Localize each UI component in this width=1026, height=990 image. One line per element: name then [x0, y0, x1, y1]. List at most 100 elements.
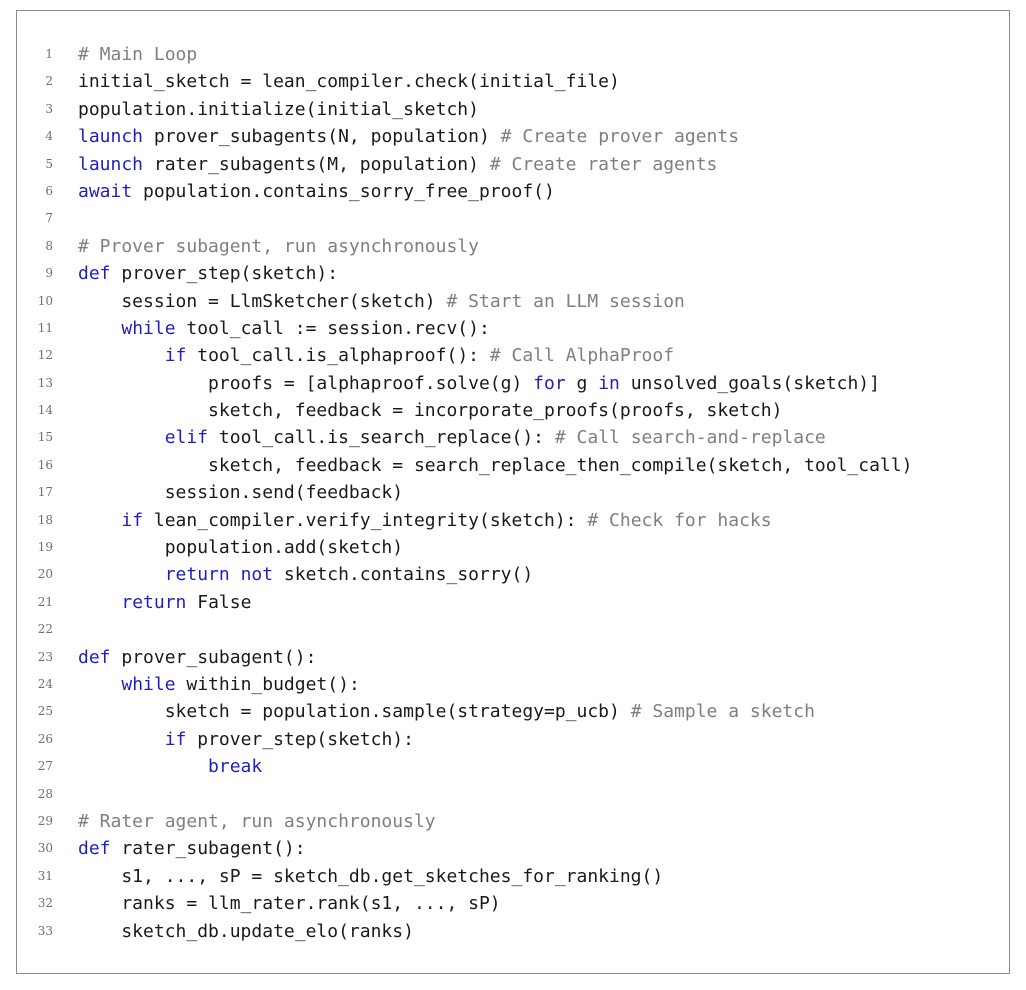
code-comment: # Call search-and-replace [554, 427, 826, 449]
code-token: population.add(sketch) [78, 537, 404, 559]
code-line: 16 sketch, feedback = search_replace_the… [17, 452, 1009, 479]
code-text: def prover_step(sketch): [78, 260, 338, 287]
code-line: 7 [17, 205, 1009, 232]
code-line: 14 sketch, feedback = incorporate_proofs… [17, 397, 1009, 424]
code-listing-frame: 1 # Main Loop 2 initial_sketch = lean_compi… [16, 10, 1010, 974]
code-line: 22 [17, 616, 1009, 643]
code-line: 13 proofs = [alphaproof.solve(g) for g i… [17, 370, 1009, 397]
line-number: 29 [37, 813, 53, 828]
code-keyword: while [121, 317, 176, 339]
code-text: proofs = [alphaproof.solve(g) for g in u… [78, 370, 880, 397]
code-token: sketch, feedback = search_replace_then_c… [78, 454, 913, 476]
code-text: if lean_compiler.verify_integrity(sketch… [78, 507, 772, 534]
line-number: 28 [37, 786, 53, 801]
code-token [78, 674, 121, 695]
line-number: 3 [45, 101, 53, 116]
code-text: session = LlmSketcher(sketch) # Start an… [78, 288, 685, 315]
code-keyword: await [78, 180, 133, 202]
code-token [78, 729, 165, 750]
code-keyword: launch [78, 126, 144, 148]
code-line: 32 ranks = llm_rater.rank(s1, ..., sP) [17, 890, 1009, 917]
code-token [78, 345, 165, 366]
line-number: 19 [37, 540, 53, 555]
code-token: sketch, feedback = incorporate_proofs(pr… [78, 400, 783, 422]
code-comment: # Call AlphaProof [489, 345, 675, 367]
code-line: 11 while tool_call := session.recv(): [17, 315, 1009, 342]
line-number: 23 [37, 649, 53, 664]
code-keyword: def [78, 838, 111, 860]
line-number: 20 [37, 567, 53, 582]
code-line: 31 s1, ..., sP = sketch_db.get_sketches_… [17, 863, 1009, 890]
code-line: 19 population.add(sketch) [17, 534, 1009, 561]
code-token [78, 318, 121, 339]
code-text: elif tool_call.is_search_replace(): # Ca… [78, 424, 826, 451]
code-text: # Main Loop [78, 41, 197, 68]
code-comment: # Prover subagent, run asynchronously [78, 235, 479, 257]
code-token: prover_step(sketch): [110, 263, 339, 285]
code-token: sketch = population.sample(strategy=p_uc… [78, 701, 631, 723]
code-keyword: if [164, 345, 187, 367]
code-line: 2 initial_sketch = lean_compiler.check(in… [17, 68, 1009, 95]
line-number: 16 [37, 457, 53, 472]
code-line: 10 session = LlmSketcher(sketch) # Start… [17, 288, 1009, 315]
line-number: 4 [45, 129, 53, 144]
code-comment: # Rater agent, run asynchronously [78, 810, 436, 832]
code-keyword: not [240, 564, 274, 586]
code-token [78, 756, 208, 777]
code-line: 21 return False [17, 589, 1009, 616]
code-token: ranks = llm_rater.rank(s1, ..., sP) [78, 893, 501, 915]
code-token [78, 564, 165, 585]
code-keyword: return [164, 564, 230, 586]
code-line: 17 session.send(feedback) [17, 479, 1009, 506]
code-token: s1, ..., sP = sketch_db.get_sketches_for… [78, 865, 664, 887]
code-text: await population.contains_sorry_free_pro… [78, 178, 555, 205]
code-token [230, 564, 241, 585]
line-number: 1 [45, 47, 53, 61]
code-token: lean_compiler.verify_integrity(sketch): [143, 509, 588, 531]
code-keyword: in [598, 372, 620, 394]
code-token: prover_subagent(): [110, 646, 317, 668]
line-number: 25 [37, 704, 53, 719]
line-number: 12 [37, 348, 53, 363]
line-number: 15 [37, 430, 53, 445]
code-line: 1 # Main Loop [17, 41, 1009, 68]
code-comment: # Create rater agents [489, 153, 718, 175]
line-number: 26 [37, 731, 53, 746]
code-text: while within_budget(): [78, 671, 359, 698]
code-comment: # Start an LLM session [446, 290, 685, 312]
line-number: 2 [45, 74, 53, 89]
code-comment: # Check for hacks [587, 509, 772, 531]
code-token: rater_subagent(): [110, 838, 306, 860]
line-number: 11 [37, 320, 53, 335]
code-keyword: def [78, 263, 111, 285]
code-line: 25 sketch = population.sample(strategy=p… [17, 698, 1009, 725]
code-comment: # Main Loop [78, 44, 198, 65]
line-number: 6 [45, 183, 53, 198]
code-token: session.send(feedback) [78, 482, 404, 504]
line-number: 17 [37, 485, 53, 500]
code-text: # Prover subagent, run asynchronously [78, 233, 479, 260]
line-number: 21 [37, 594, 53, 609]
code-text: def rater_subagent(): [78, 835, 306, 862]
code-keyword: break [208, 756, 263, 778]
code-comment: # Create prover agents [500, 126, 740, 148]
code-text: sketch = population.sample(strategy=p_uc… [78, 698, 815, 725]
code-token: initial_sketch = lean_compiler.check(ini… [78, 71, 620, 93]
code-line: 3 population.initialize(initial_sketch) [17, 96, 1009, 123]
code-token: tool_call.is_search_replace(): [208, 427, 555, 449]
code-token: unsolved_goals(sketch)] [619, 372, 880, 394]
code-text: population.initialize(initial_sketch) [78, 96, 479, 123]
code-line: 6 await population.contains_sorry_free_pr… [17, 178, 1009, 205]
code-text: break [78, 753, 262, 780]
code-text: ranks = llm_rater.rank(s1, ..., sP) [78, 890, 501, 917]
code-token: tool_call.is_alphaproof(): [186, 345, 490, 367]
code-line: 20 return not sketch.contains_sorry() [17, 561, 1009, 588]
code-line: 33 sketch_db.update_elo(ranks) [17, 918, 1009, 945]
code-line: 12 if tool_call.is_alphaproof(): # Call … [17, 342, 1009, 369]
code-line: 8# Prover subagent, run asynchronously [17, 233, 1009, 260]
code-keyword: while [121, 673, 176, 695]
